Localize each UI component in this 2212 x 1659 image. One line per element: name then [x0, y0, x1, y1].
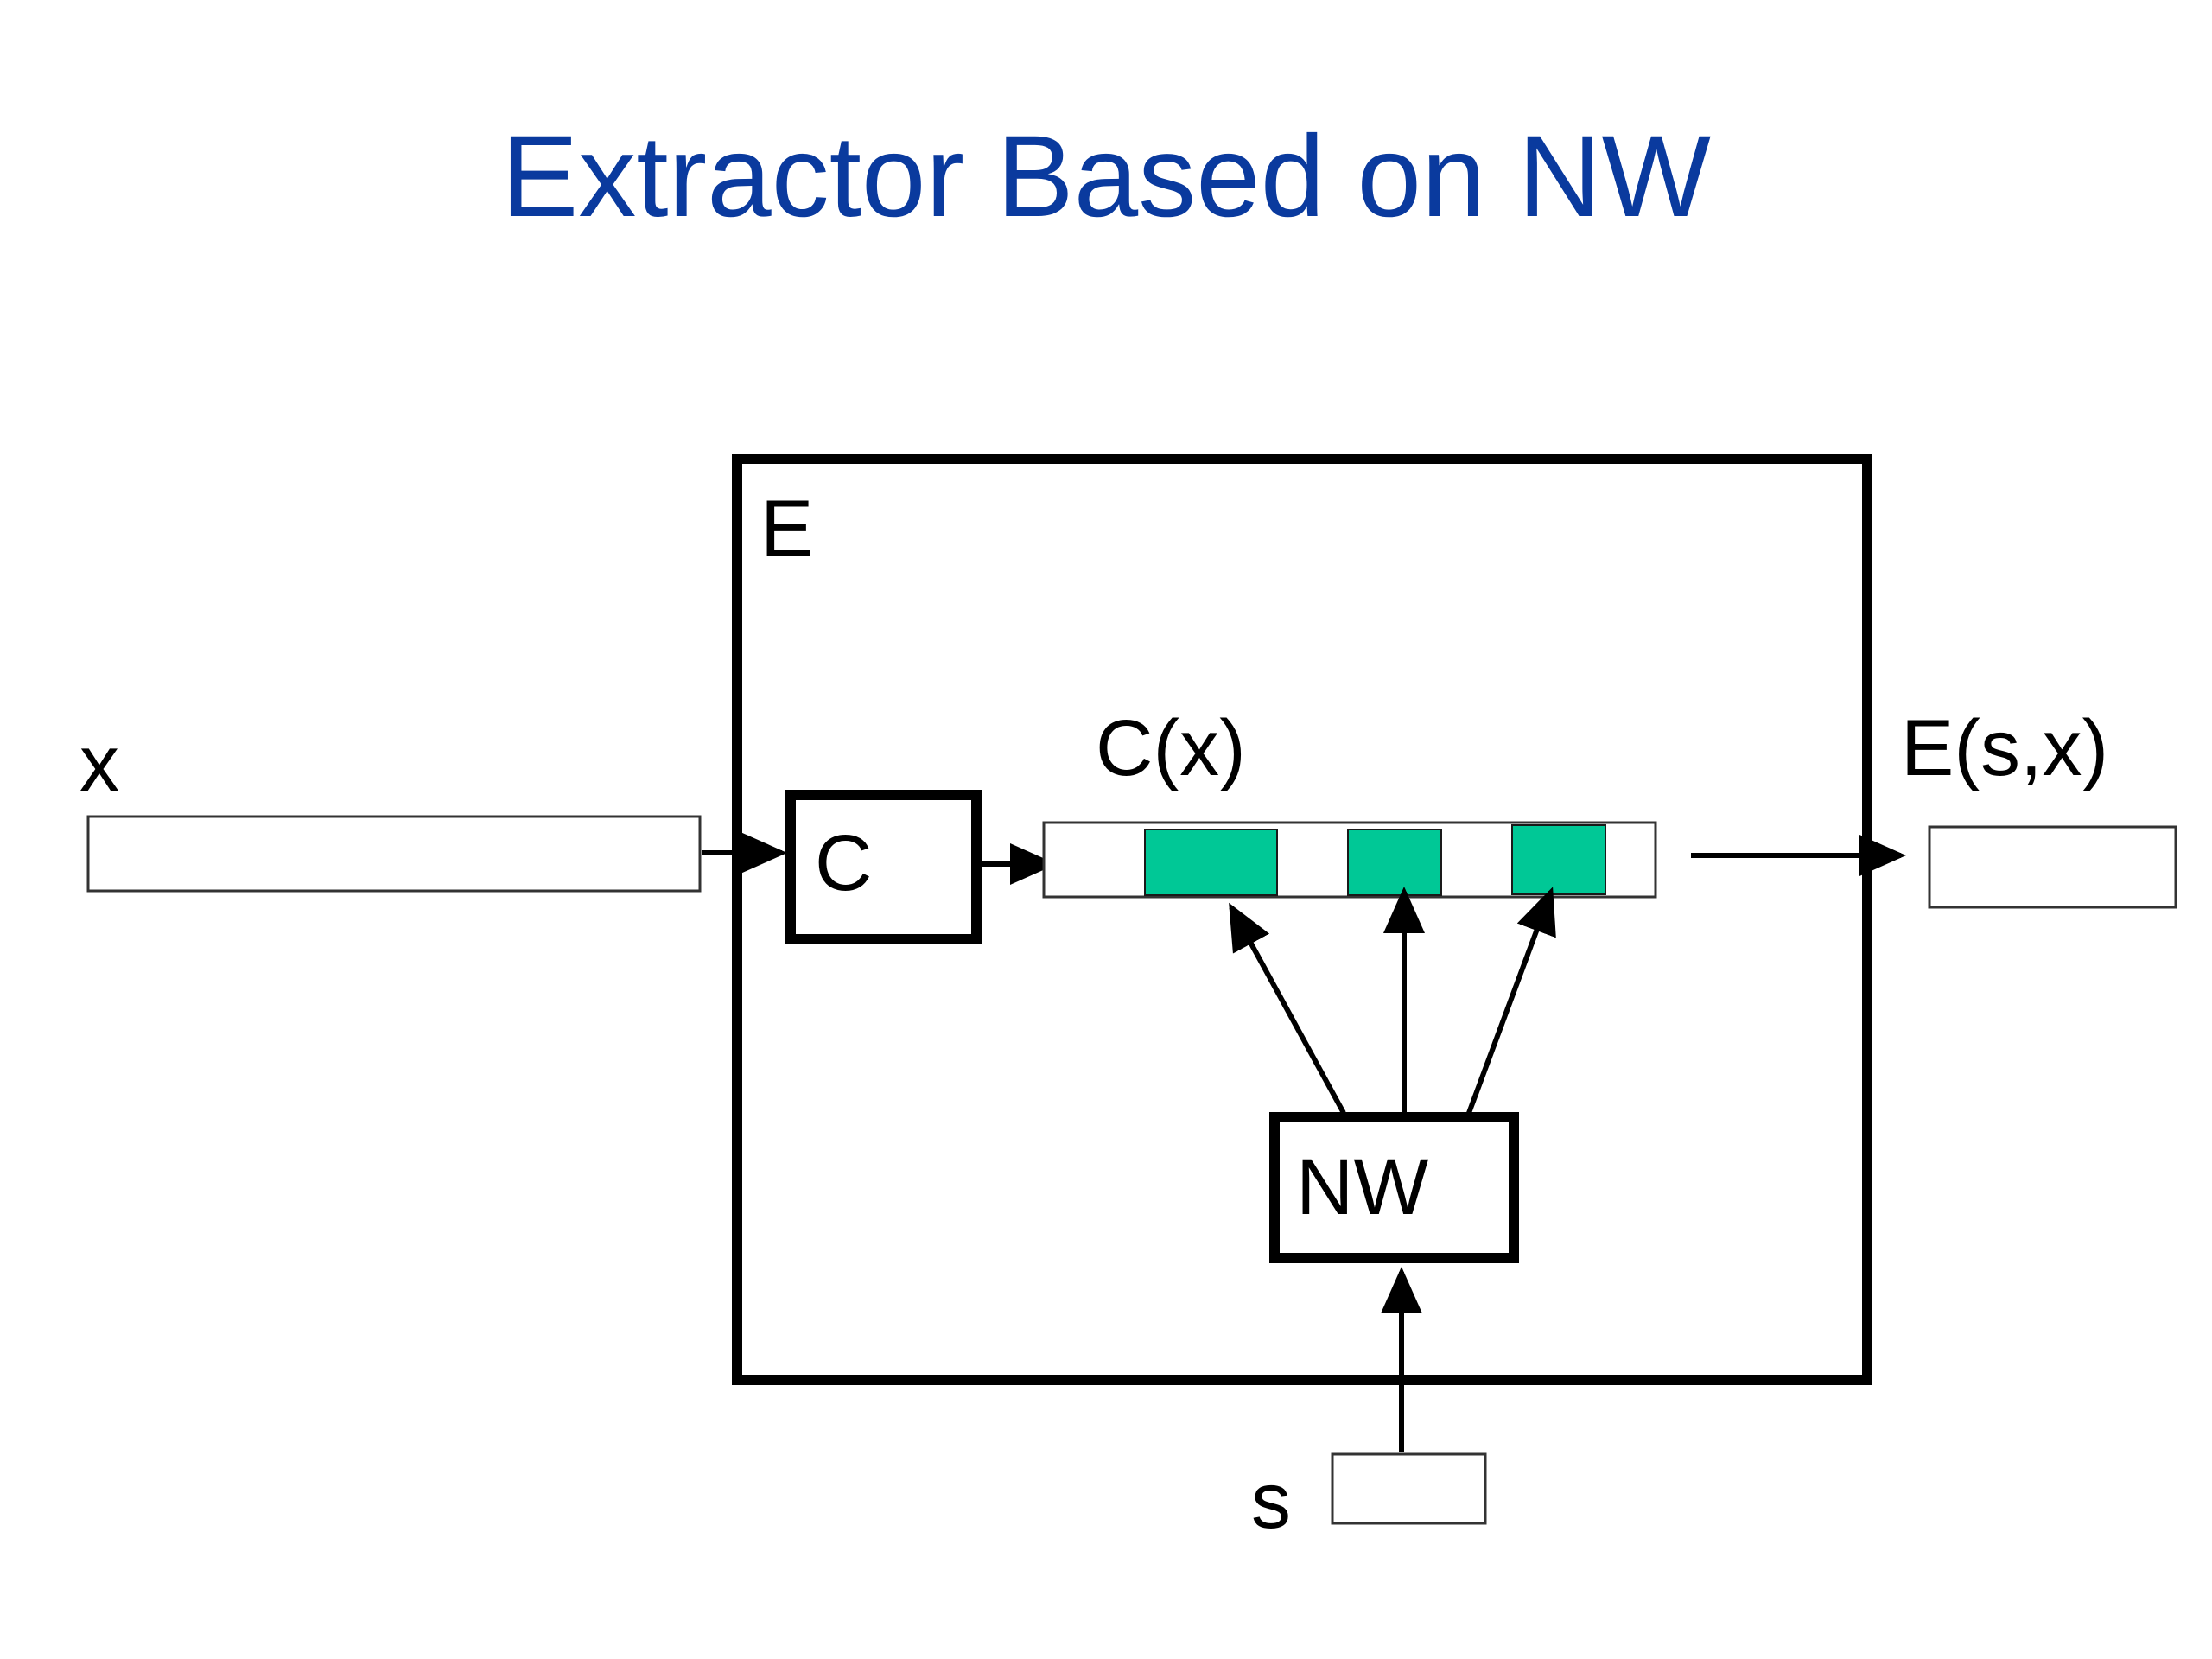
selected-block-2	[1347, 829, 1442, 896]
nw-label: NW	[1296, 1143, 1428, 1231]
output-bar	[1928, 825, 2177, 909]
condensed-label: C(x)	[1096, 704, 1246, 792]
output-label: E(s,x)	[1901, 704, 2108, 792]
input-x-bar	[86, 815, 702, 893]
extractor-box	[732, 454, 1872, 1385]
slide-title: Extractor Based on NW	[500, 112, 1712, 241]
input-label: x	[79, 720, 119, 808]
condenser-box	[785, 790, 982, 944]
nw-box	[1269, 1112, 1519, 1263]
selected-block-3	[1511, 824, 1606, 895]
seed-label: s	[1251, 1457, 1291, 1545]
seed-bar	[1331, 1452, 1487, 1525]
extractor-label: E	[760, 485, 813, 573]
arrow-nw-to-block-1	[1229, 902, 1346, 1115]
condenser-label: C	[815, 819, 872, 907]
arrow-nw-to-block-3	[1466, 887, 1556, 1115]
selected-block-1	[1144, 829, 1278, 896]
